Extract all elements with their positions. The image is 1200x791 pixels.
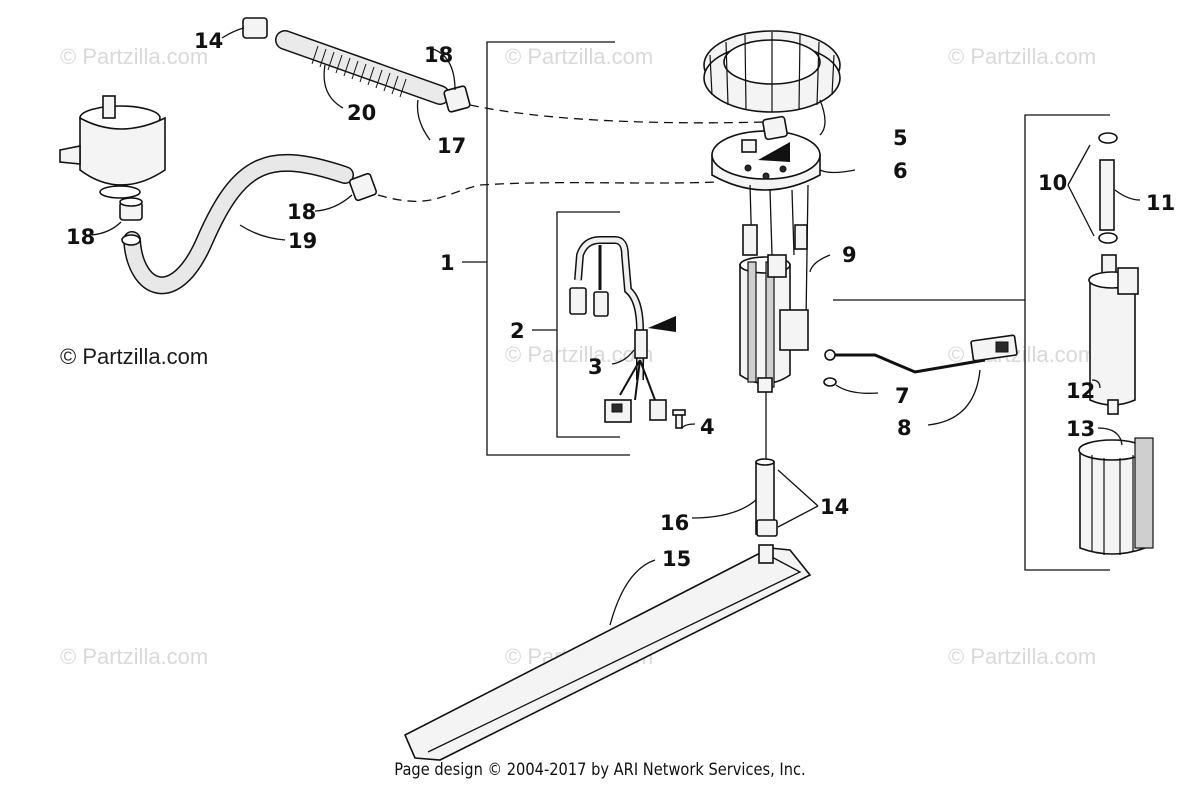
arrow-marker [758, 142, 790, 162]
callout-6: 6 [893, 159, 908, 183]
watermark: © Partzilla.com [505, 44, 653, 69]
callout-16: 16 [660, 511, 689, 535]
clamp-10-bottom [1098, 232, 1118, 244]
callout-9: 9 [842, 243, 857, 267]
callout-5: 5 [893, 126, 908, 150]
watermark-main: © Partzilla.com [60, 344, 208, 369]
callout-leaders [91, 27, 1141, 626]
lock-ring-5 [703, 30, 841, 113]
clamp-10-top [1098, 132, 1118, 144]
callout-18-top: 18 [424, 43, 453, 67]
watermark: © Partzilla.com [505, 342, 653, 367]
callout-11: 11 [1146, 191, 1175, 215]
callout-8: 8 [897, 416, 912, 440]
callout-1: 1 [440, 251, 455, 275]
callout-18-mid: 18 [287, 200, 316, 224]
callout-20: 20 [347, 101, 376, 125]
pump-flange-6 [711, 115, 821, 191]
pump-sleeve-13 [1078, 437, 1154, 555]
callout-17: 17 [437, 134, 466, 158]
page-footer: Page design © 2004-2017 by ARI Network S… [394, 760, 806, 780]
watermark: © Partzilla.com [60, 44, 208, 69]
clip-7 [823, 377, 837, 387]
callout-15: 15 [662, 547, 691, 571]
hose-clamp-14-lower [756, 519, 778, 537]
callout-10: 10 [1038, 171, 1067, 195]
fuel-pump-12 [1088, 254, 1139, 415]
callout-13: 13 [1066, 417, 1095, 441]
fuel-level-sender-8 [824, 334, 1018, 374]
vent-hose-20 [275, 30, 450, 105]
pump-kit-bracket [833, 114, 1110, 571]
connection-line [469, 104, 766, 124]
arrow-marker [648, 316, 676, 332]
hose-11 [1099, 159, 1115, 231]
harness-bracket-2 [532, 211, 620, 438]
fuel-strainer-15 [403, 544, 812, 761]
callout-3: 3 [588, 355, 603, 379]
watermark: © Partzilla.com [948, 44, 1096, 69]
hose-clamp-18-top [443, 85, 471, 113]
callout-18-left: 18 [66, 225, 95, 249]
pump-module-9 [739, 184, 809, 393]
callout-19: 19 [288, 229, 317, 253]
hose-clamp-18-left [119, 197, 143, 221]
pickup-tube-16 [755, 458, 775, 535]
callout-14-top: 14 [194, 29, 223, 53]
callout-2: 2 [510, 319, 525, 343]
callout-12: 12 [1066, 379, 1095, 403]
wiring-harness-2 [569, 236, 676, 423]
connection-line [377, 181, 719, 202]
fuel-hose-19 [121, 153, 354, 295]
assembly-bracket-1 [462, 41, 630, 456]
callout-7: 7 [895, 384, 910, 408]
hose-clamp-18-mid [348, 172, 378, 202]
hose-clamp-14-top [242, 17, 268, 39]
watermark: © Partzilla.com [948, 644, 1096, 669]
callout-14-lower: 14 [820, 495, 849, 519]
callout-4: 4 [700, 415, 715, 439]
watermark: © Partzilla.com [60, 644, 208, 669]
fuel-filter [59, 95, 166, 199]
screw-4 [672, 409, 686, 429]
